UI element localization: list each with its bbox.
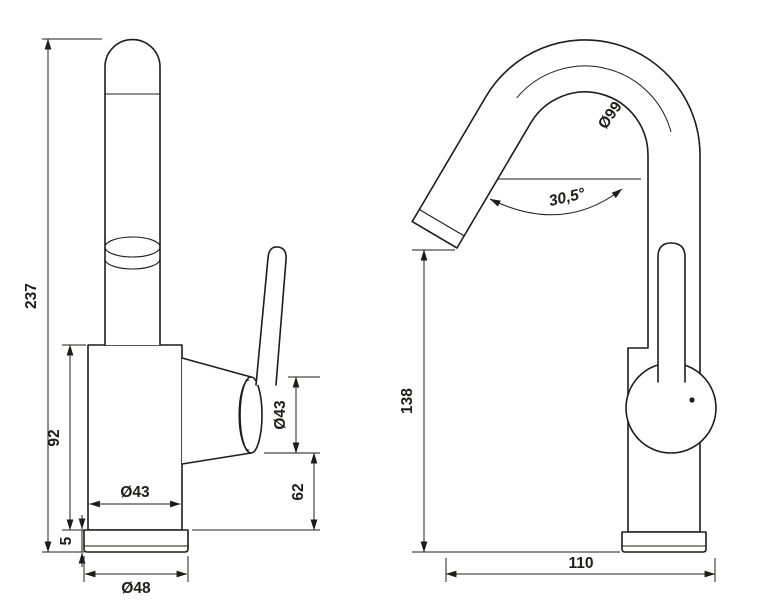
side-faucet-outline <box>411 39 717 553</box>
dim-base-height-label: 5 <box>58 536 75 545</box>
front-handle-cone-bottom <box>181 452 252 465</box>
front-base <box>83 529 189 553</box>
dim-cartridge-diameter-label: Ø43 <box>272 400 289 430</box>
front-swivel-joint-lower <box>104 258 161 270</box>
front-view: 237 92 5 Ø43 Ø48 Ø43 <box>23 38 320 597</box>
front-spout-column <box>104 38 161 346</box>
front-handle-face <box>239 376 263 454</box>
dim-spout-angle-label: 30,5° <box>547 185 587 210</box>
dim-reach-label: 110 <box>568 555 593 572</box>
front-faucet-outline <box>83 38 287 553</box>
dim-base-diameter-label: Ø48 <box>121 580 151 597</box>
side-aerator-seam <box>418 208 465 237</box>
dim-bend-centerline-arc <box>516 65 672 133</box>
side-base <box>621 531 707 553</box>
side-body-spout <box>411 39 701 533</box>
front-handle-face-rim <box>238 379 250 451</box>
side-joint-dot <box>689 397 695 403</box>
side-handle-lever <box>657 242 686 383</box>
side-joint-dot <box>647 397 653 403</box>
dim-outlet-height-label: 138 <box>399 388 416 414</box>
dim-body-height-label: 92 <box>46 429 63 446</box>
front-swivel-joint <box>104 236 161 258</box>
dim-total-height-label: 237 <box>23 283 40 309</box>
front-handle-cone-top <box>181 357 252 378</box>
front-handle-cone-fill <box>182 358 251 464</box>
side-dimensions: Ø99 30,5° 138 110 <box>399 65 716 582</box>
dim-spout-angle-arc <box>489 188 623 216</box>
front-handle-lever <box>255 246 287 386</box>
front-body <box>87 344 183 531</box>
dim-body-diameter-label: Ø43 <box>120 484 150 501</box>
side-view: Ø99 30,5° 138 110 <box>399 39 717 582</box>
dim-cartridge-offset-label: 62 <box>290 483 307 500</box>
front-dimensions: 237 92 5 Ø43 Ø48 Ø43 <box>23 38 320 597</box>
